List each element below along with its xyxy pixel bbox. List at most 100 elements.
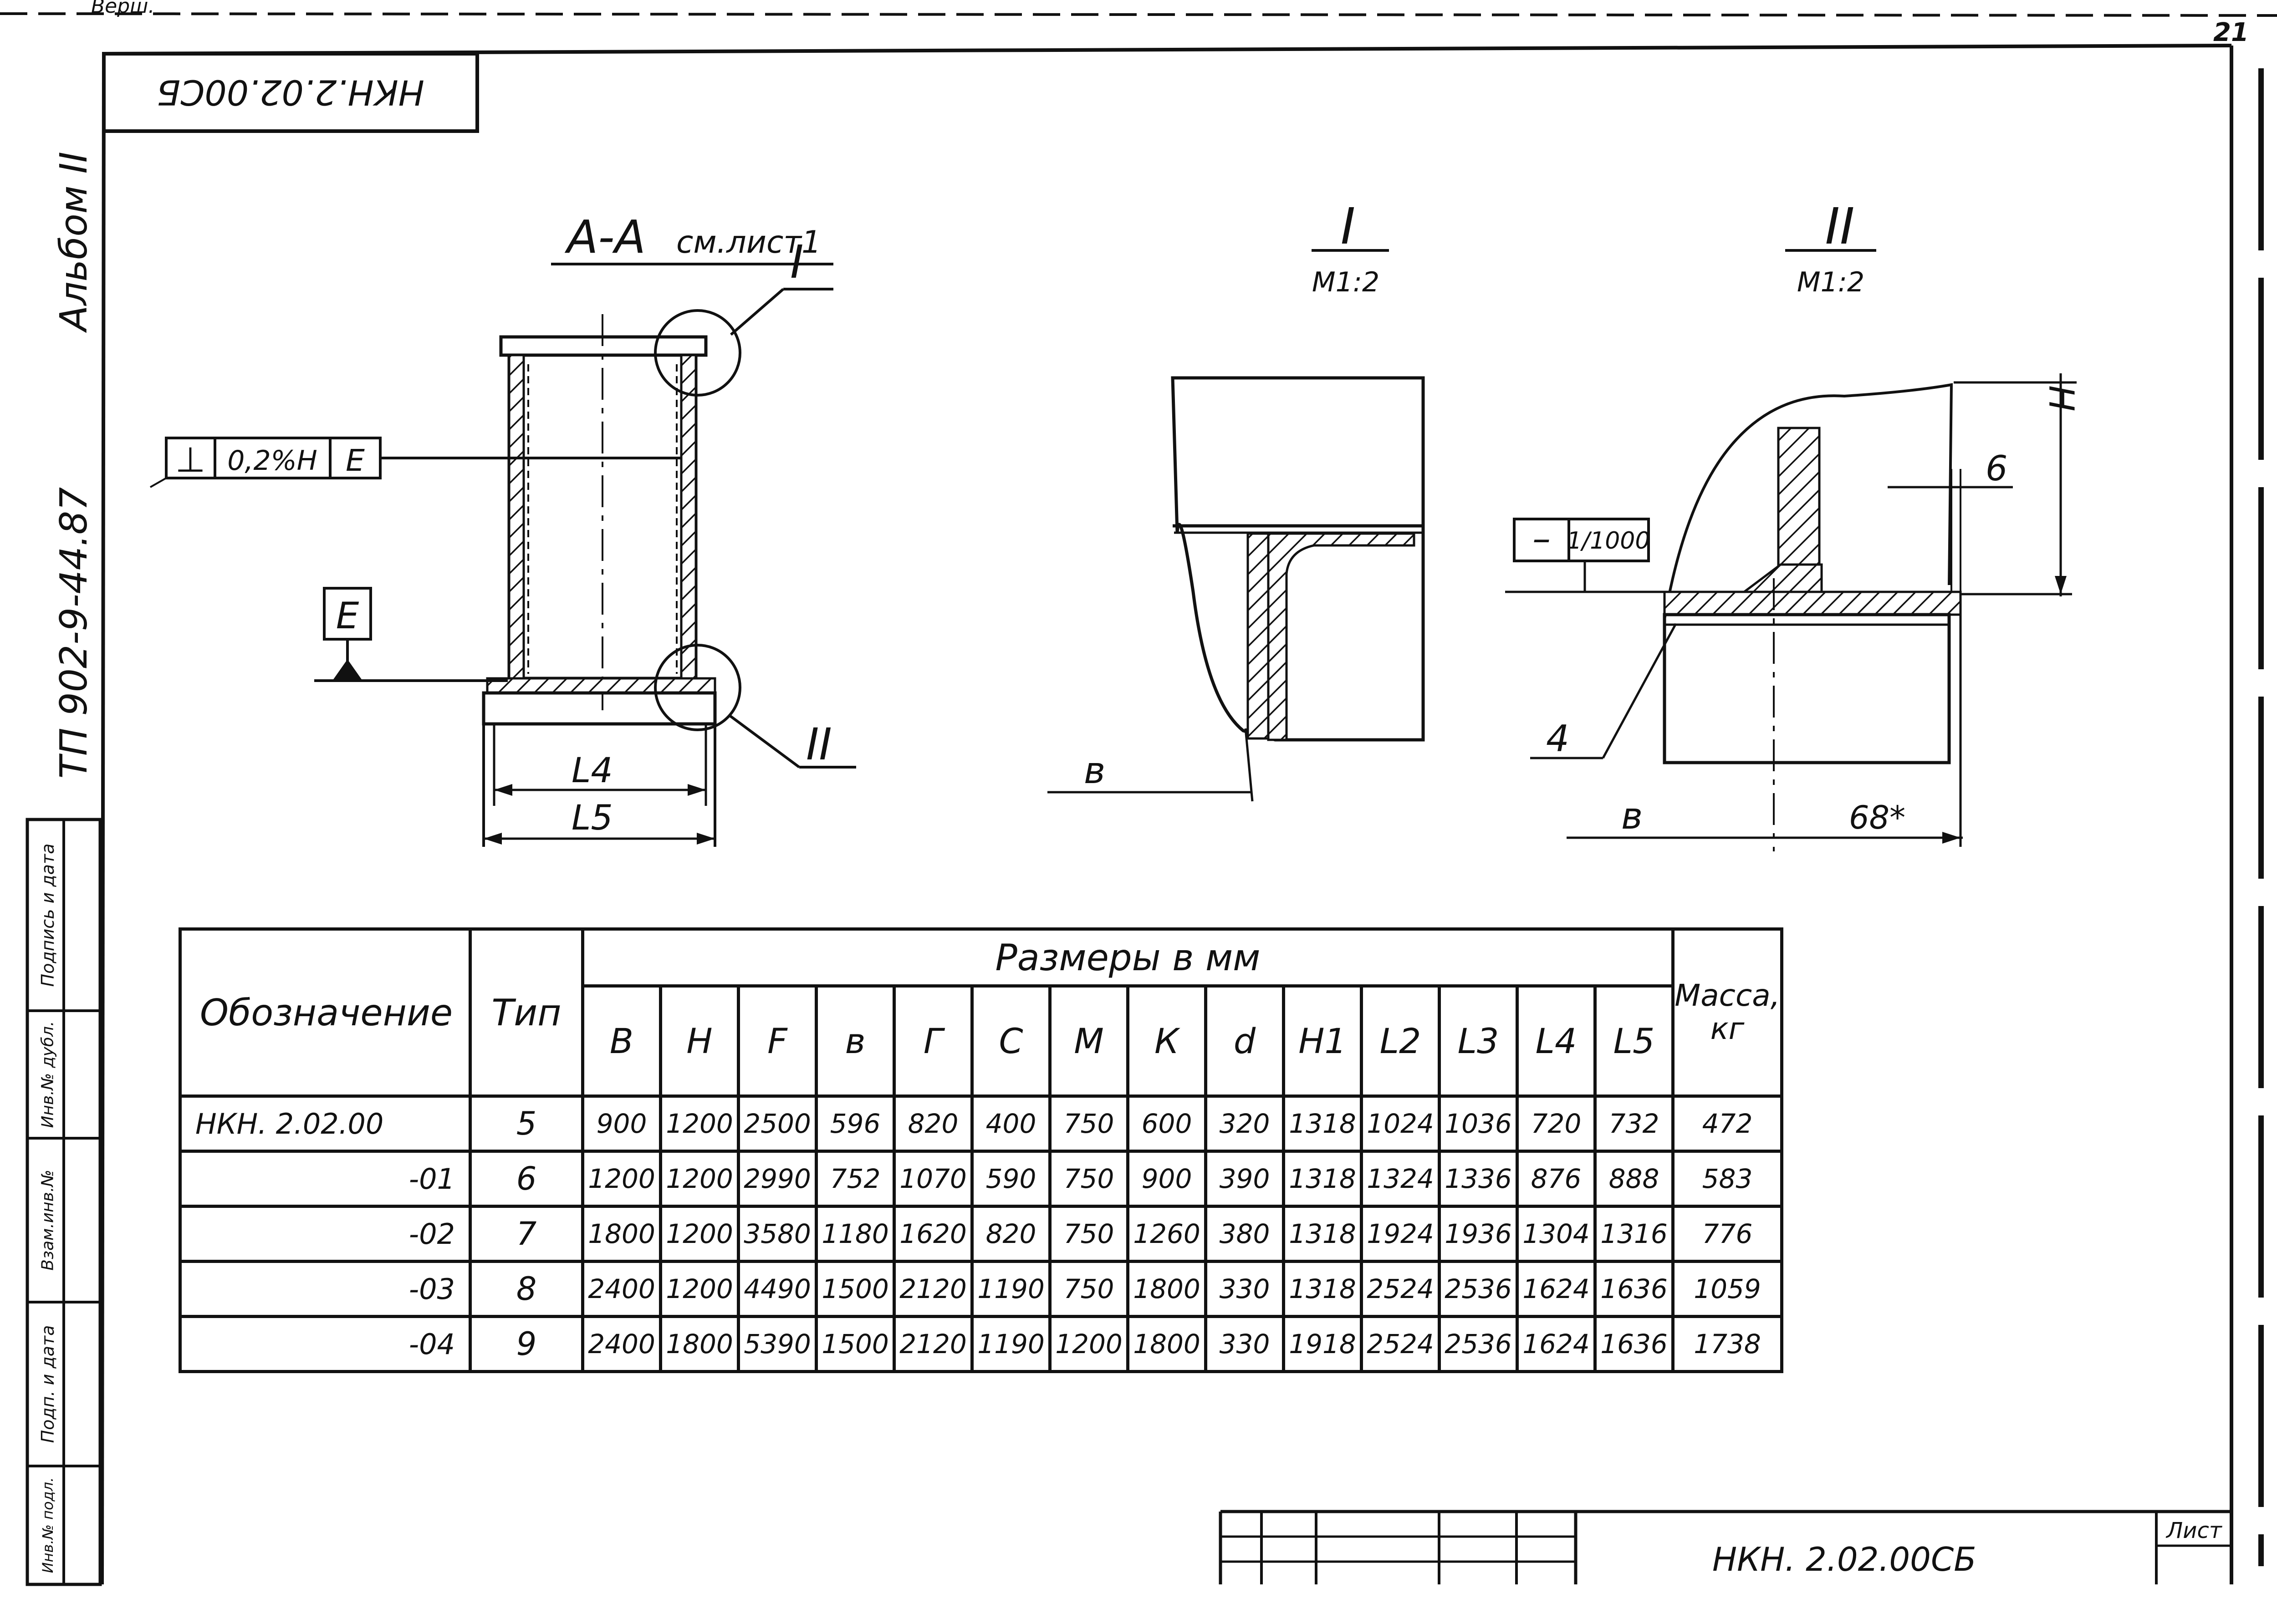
flatness-value: 1/1000 (1567, 527, 1650, 555)
row-dimension-value: 600 (1126, 1095, 1207, 1153)
row-dimension-value: 1318 (1282, 1260, 1363, 1318)
row-dimension-value: 1936 (1438, 1205, 1519, 1263)
table-header-row-2: В Н F в Г С М К d Н1 L2 L3 L4 L5 (180, 984, 1782, 1098)
row-dimension-value: 1318 (1282, 1095, 1363, 1153)
row-designation: НКН. 2.02.00 (179, 1095, 472, 1153)
row-dimension-value: 720 (1516, 1095, 1597, 1153)
row-dimension-value: 2500 (737, 1095, 818, 1153)
col-dim-header: F (737, 984, 818, 1098)
row-dimension-value: 1318 (1282, 1150, 1363, 1208)
row-dimension-value: 5390 (737, 1315, 818, 1373)
row-mass: 583 (1671, 1150, 1783, 1208)
row-dimension-value: 3580 (737, 1205, 818, 1263)
row-dimension-value: 2990 (737, 1150, 818, 1208)
row-dimension-value: 1800 (581, 1205, 662, 1263)
row-dimension-value: 900 (1126, 1150, 1207, 1208)
rotated-code: НКН.2.02.00СБ (157, 72, 424, 113)
detail-1-title: I (1341, 197, 1355, 255)
stamp-dup-inventory: Инв.№ дубл. (39, 1021, 57, 1128)
col-dim-header: С (970, 984, 1052, 1098)
row-dimension-value: 1800 (1126, 1315, 1207, 1373)
row-type: 6 (469, 1150, 584, 1208)
row-dimension-value: 1500 (815, 1315, 896, 1373)
col-dim-header: М (1048, 984, 1129, 1098)
row-dimension-value: 1316 (1593, 1205, 1675, 1263)
flatness-symbol: – (1532, 517, 1551, 560)
row-dimension-value: 1620 (893, 1205, 974, 1263)
detail-2-scale: М1:2 (1797, 266, 1864, 298)
row-dimension-value: 1200 (659, 1095, 740, 1153)
col-dim-header: в (815, 984, 896, 1098)
section-aa-note: см.лист1 (676, 224, 821, 260)
col-dim-header: L5 (1593, 984, 1675, 1098)
col-dim-header: L3 (1438, 984, 1519, 1098)
row-dimension-value: 2536 (1438, 1260, 1519, 1318)
row-dimension-value: 1260 (1126, 1205, 1207, 1263)
title-block: НКН. 2.02.00СБ Лист (1219, 1510, 2231, 1584)
row-dimension-value: 820 (970, 1205, 1052, 1263)
page-number: 21 (2213, 18, 2249, 47)
row-dimension-value: 1636 (1593, 1315, 1675, 1373)
row-mass: 472 (1671, 1095, 1783, 1153)
row-dimension-value: 888 (1593, 1150, 1675, 1208)
row-dimension-value: 1800 (1126, 1260, 1207, 1318)
datum-e-label: Е (336, 595, 359, 637)
dimensions-table: Обозначение Тип Размеры в мм Масса, кг В… (179, 927, 1783, 1373)
row-dimension-value: 752 (815, 1150, 896, 1208)
dim-l5: L5 (572, 797, 613, 838)
row-dimension-value: 750 (1048, 1150, 1129, 1208)
rotated-code-box: НКН.2.02.00СБ (102, 52, 479, 133)
col-dim-header: L2 (1360, 984, 1441, 1098)
row-dimension-value: 2400 (581, 1260, 662, 1318)
tolerance-value: 0,2%Н (227, 445, 317, 477)
row-dimension-value: 2536 (1438, 1315, 1519, 1373)
detail-1: I М1:2 в (1047, 197, 1425, 802)
stamp-original-inventory: Инв.№ подл. (39, 1477, 56, 1573)
stamp-sign-date-2: Подп. и дата (38, 1325, 58, 1443)
table-header-row-1: Обозначение Тип Размеры в мм Масса, кг (179, 927, 1783, 1098)
col-dim-header: Н (659, 984, 740, 1098)
col-mass-header: Масса, кг (1671, 927, 1783, 1098)
row-dimension-value: 1070 (893, 1150, 974, 1208)
row-dimension-value: 1200 (659, 1205, 740, 1263)
col-dim-header: L4 (1516, 984, 1597, 1098)
col-dim-header: В (581, 984, 662, 1098)
row-designation: -03 (179, 1260, 472, 1318)
row-dimension-value: 900 (581, 1095, 662, 1153)
row-dimension-value: 1036 (1438, 1095, 1519, 1153)
row-dimension-value: 330 (1204, 1315, 1285, 1373)
row-dimension-value: 1918 (1282, 1315, 1363, 1373)
row-mass: 776 (1671, 1205, 1783, 1263)
row-dimension-value: 876 (1516, 1150, 1597, 1208)
row-dimension-value: 1800 (659, 1315, 740, 1373)
row-dimension-value: 2120 (893, 1260, 974, 1318)
row-dimension-value: 1024 (1360, 1095, 1441, 1153)
stamp-replacement-inventory: Взам.инв.№ (39, 1170, 57, 1271)
row-dimension-value: 380 (1204, 1205, 1285, 1263)
row-dimension-value: 1924 (1360, 1205, 1441, 1263)
sheet-label: Лист (2165, 1518, 2223, 1543)
footer-code: НКН. 2.02.00СБ (1712, 1540, 1976, 1578)
row-dimension-value: 750 (1048, 1095, 1129, 1153)
col-dim-header: К (1126, 984, 1207, 1098)
row-designation: -04 (179, 1315, 472, 1373)
row-dimension-value: 1336 (1438, 1150, 1519, 1208)
row-dimension-value: 2524 (1360, 1260, 1441, 1318)
detail-2-dim-h: Н (2041, 385, 2082, 411)
col-dim-header: Н1 (1282, 984, 1363, 1098)
row-dimension-value: 820 (893, 1095, 974, 1153)
row-dimension-value: 1200 (659, 1150, 740, 1208)
detail-2: II М1:2 Н 6 – 1/1000 4 (1505, 197, 2082, 851)
top-left-note: Верш. (91, 0, 154, 18)
row-dimension-value: 2120 (893, 1315, 974, 1373)
row-dimension-value: 390 (1204, 1150, 1285, 1208)
tolerance-symbol: ⊥ (175, 439, 205, 480)
side-stamp: Подпись и дата Инв.№ дубл. Взам.инв.№ По… (26, 818, 102, 1586)
row-dimension-value: 320 (1204, 1095, 1285, 1153)
row-dimension-value: 750 (1048, 1260, 1129, 1318)
row-type: 9 (469, 1315, 584, 1373)
